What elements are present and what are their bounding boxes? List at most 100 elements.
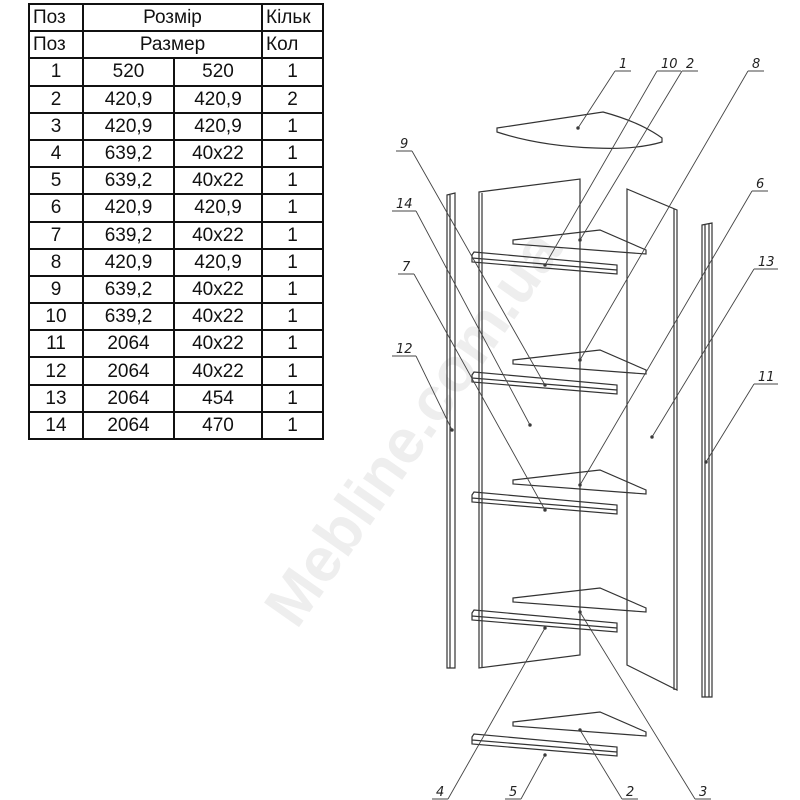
header-row-ru: Поз Размер Кол xyxy=(28,30,324,60)
leader-line xyxy=(432,627,546,800)
cell-qty: 1 xyxy=(261,220,324,250)
header-qty: Кільк xyxy=(261,2,324,33)
cell-length: 639,2 xyxy=(82,274,175,305)
leader-dot xyxy=(578,483,582,487)
callout-label: 12 xyxy=(396,342,413,357)
leader-dot xyxy=(578,238,582,242)
callout-label: 2 xyxy=(686,57,694,72)
cell-length: 639,2 xyxy=(82,302,175,332)
cell-pos: 14 xyxy=(28,410,84,441)
callout-label: 9 xyxy=(400,137,408,152)
cell-qty: 1 xyxy=(261,274,324,305)
cell-width: 40x22 xyxy=(173,166,263,196)
cell-length: 420,9 xyxy=(82,247,175,277)
rail xyxy=(471,733,618,757)
leader-dot xyxy=(704,460,708,464)
cell-pos: 12 xyxy=(28,356,84,386)
cell-length: 420,9 xyxy=(82,84,175,114)
cell-width: 420,9 xyxy=(173,193,263,223)
callout-label: 7 xyxy=(402,260,411,275)
leader-dot xyxy=(543,626,547,630)
leader-line xyxy=(392,210,531,426)
header-row-ua: Поз Розмір Кільк xyxy=(28,2,324,33)
cell-qty: 1 xyxy=(261,57,324,87)
cell-width: 40x22 xyxy=(173,274,263,305)
leader-line xyxy=(579,729,638,800)
corner-shelf xyxy=(512,587,647,613)
callout-label: 10 xyxy=(661,57,678,72)
cell-qty: 1 xyxy=(261,329,324,359)
cell-qty: 1 xyxy=(261,138,324,169)
cell-qty: 1 xyxy=(261,383,324,413)
cell-width: 40x22 xyxy=(173,138,263,169)
leader-dot xyxy=(528,423,532,427)
cell-width: 40x22 xyxy=(173,220,263,250)
cell-pos: 5 xyxy=(28,166,84,196)
corner-shelf xyxy=(512,711,647,737)
callout-label: 13 xyxy=(758,255,775,270)
top-shelf xyxy=(496,111,663,149)
cell-length: 639,2 xyxy=(82,138,175,169)
leader-line xyxy=(577,70,631,129)
cell-qty: 1 xyxy=(261,247,324,277)
cell-length: 2064 xyxy=(82,356,175,386)
callout-label: 6 xyxy=(756,177,764,192)
leader-line xyxy=(396,150,546,386)
callout-label: 8 xyxy=(752,57,760,72)
cell-length: 639,2 xyxy=(82,220,175,250)
cell-length: 2064 xyxy=(82,410,175,441)
leader-dot xyxy=(543,753,547,757)
header-qty: Кол xyxy=(261,30,324,60)
cell-length: 420,9 xyxy=(82,111,175,141)
leader-dot xyxy=(578,358,582,362)
cell-width: 420,9 xyxy=(173,247,263,277)
callout-label: 5 xyxy=(509,785,517,800)
header-size: Размер xyxy=(82,30,263,60)
leader-dot xyxy=(543,263,547,267)
callout-label: 1 xyxy=(619,57,627,72)
leader-dot xyxy=(578,728,582,732)
cell-length: 639,2 xyxy=(82,166,175,196)
leader-line xyxy=(579,70,764,361)
cell-pos: 9 xyxy=(28,274,84,305)
right-panel xyxy=(626,188,678,691)
callout-label: 11 xyxy=(758,370,775,385)
cell-width: 520 xyxy=(173,57,263,87)
cell-length: 520 xyxy=(82,57,175,87)
leader-dot xyxy=(650,435,654,439)
cell-pos: 13 xyxy=(28,383,84,413)
cell-qty: 2 xyxy=(261,84,324,114)
header-size: Розмір xyxy=(82,2,263,33)
cell-width: 40x22 xyxy=(173,329,263,359)
rail xyxy=(471,609,618,633)
callout-label: 2 xyxy=(626,785,634,800)
leader-line xyxy=(505,754,546,800)
leader-line xyxy=(579,70,698,241)
cell-qty: 1 xyxy=(261,111,324,141)
cell-pos: 1 xyxy=(28,57,84,87)
leader-dot xyxy=(576,126,580,130)
cell-pos: 10 xyxy=(28,302,84,332)
callout-label: 14 xyxy=(396,197,413,212)
cell-width: 40x22 xyxy=(173,302,263,332)
corner-shelf xyxy=(512,469,647,495)
cell-length: 2064 xyxy=(82,383,175,413)
leader-dot xyxy=(450,428,454,432)
callout-label: 4 xyxy=(436,785,444,800)
cell-width: 420,9 xyxy=(173,111,263,141)
leader-line xyxy=(579,611,711,800)
cell-pos: 6 xyxy=(28,193,84,223)
rail xyxy=(471,491,618,515)
